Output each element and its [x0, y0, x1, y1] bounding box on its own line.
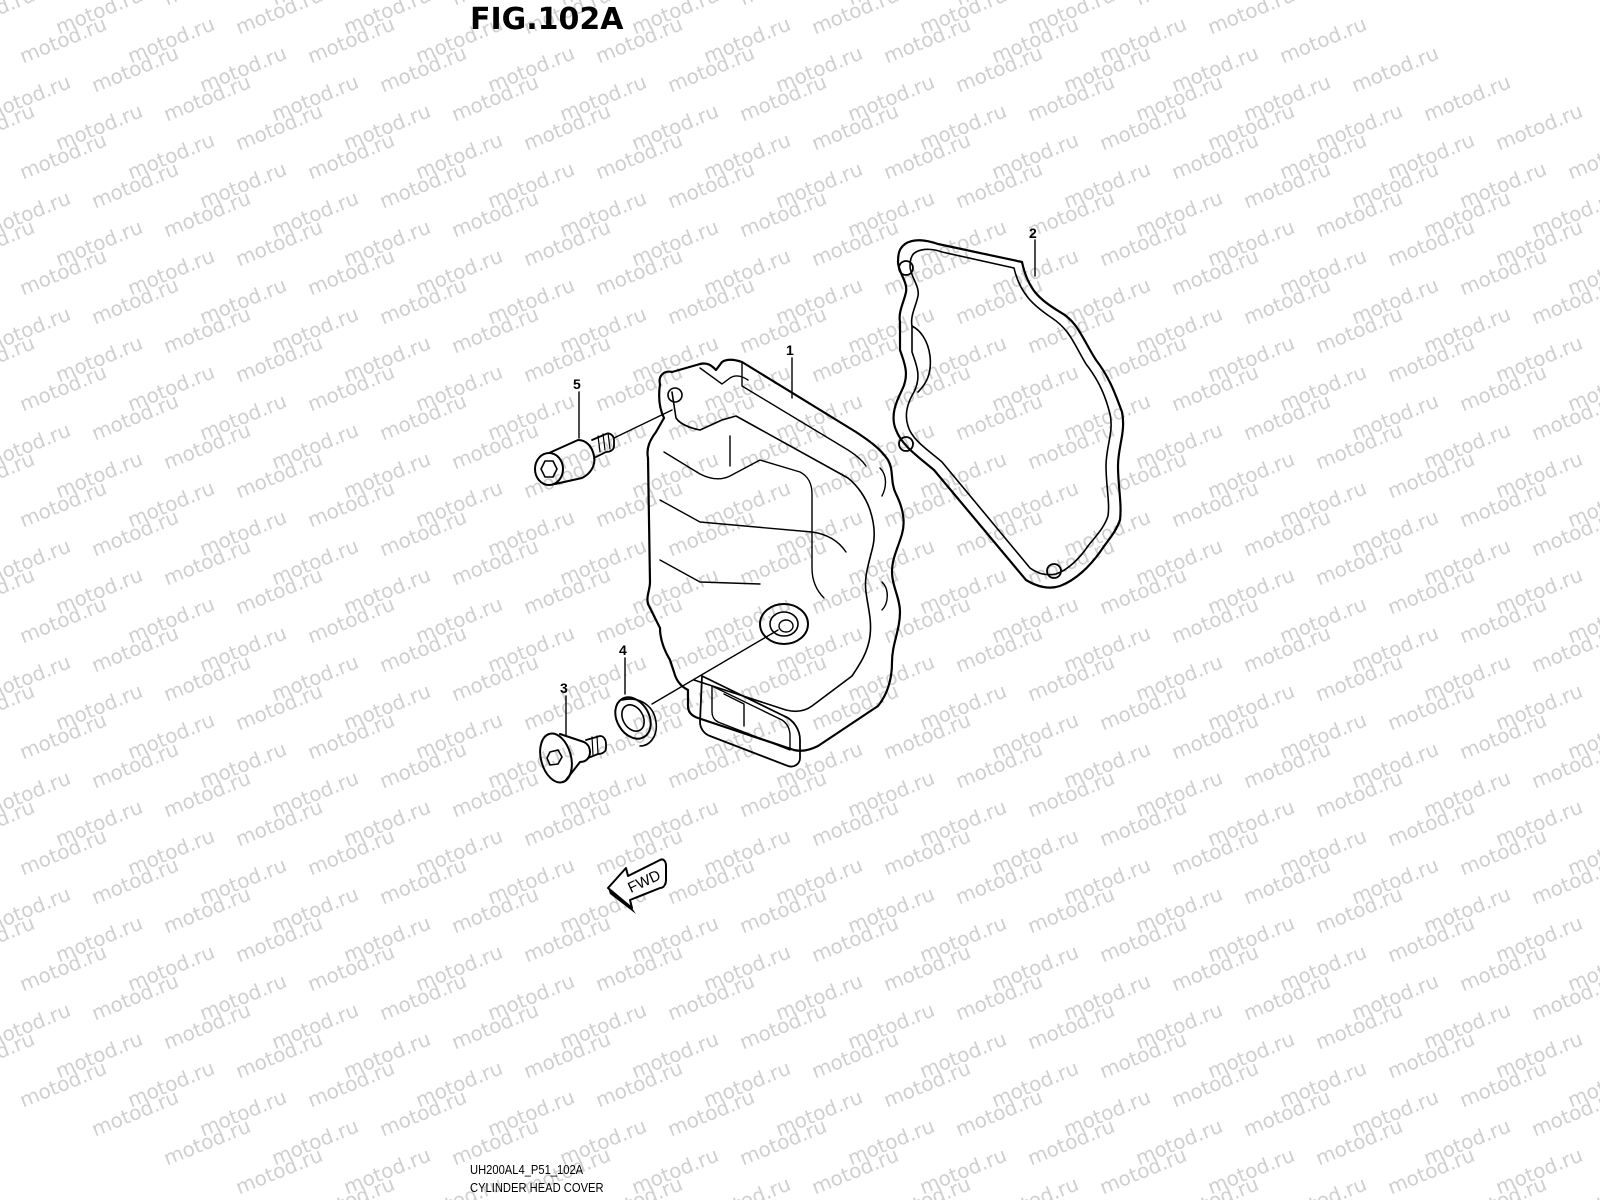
gasket-part-2[interactable] [892, 239, 1125, 589]
figure-name: CYLINDER HEAD COVER [470, 1180, 604, 1195]
callout-part-3: 3 [560, 680, 568, 696]
callout-part-5: 5 [573, 376, 581, 392]
bolt-part-5[interactable] [534, 391, 673, 486]
plug-bolt-part-3[interactable] [535, 695, 607, 786]
callout-part-4: 4 [619, 642, 627, 658]
callout-part-2: 2 [1029, 225, 1037, 241]
figure-title: FIG.102A [470, 2, 624, 37]
cylinder-head-cover-part-1[interactable] [646, 358, 905, 768]
figure-code: UH200AL4_P51_102A [470, 1162, 584, 1177]
callout-part-1: 1 [786, 342, 794, 358]
o-ring-part-4[interactable] [608, 629, 779, 747]
fwd-arrow-icon: FWD [607, 858, 667, 914]
